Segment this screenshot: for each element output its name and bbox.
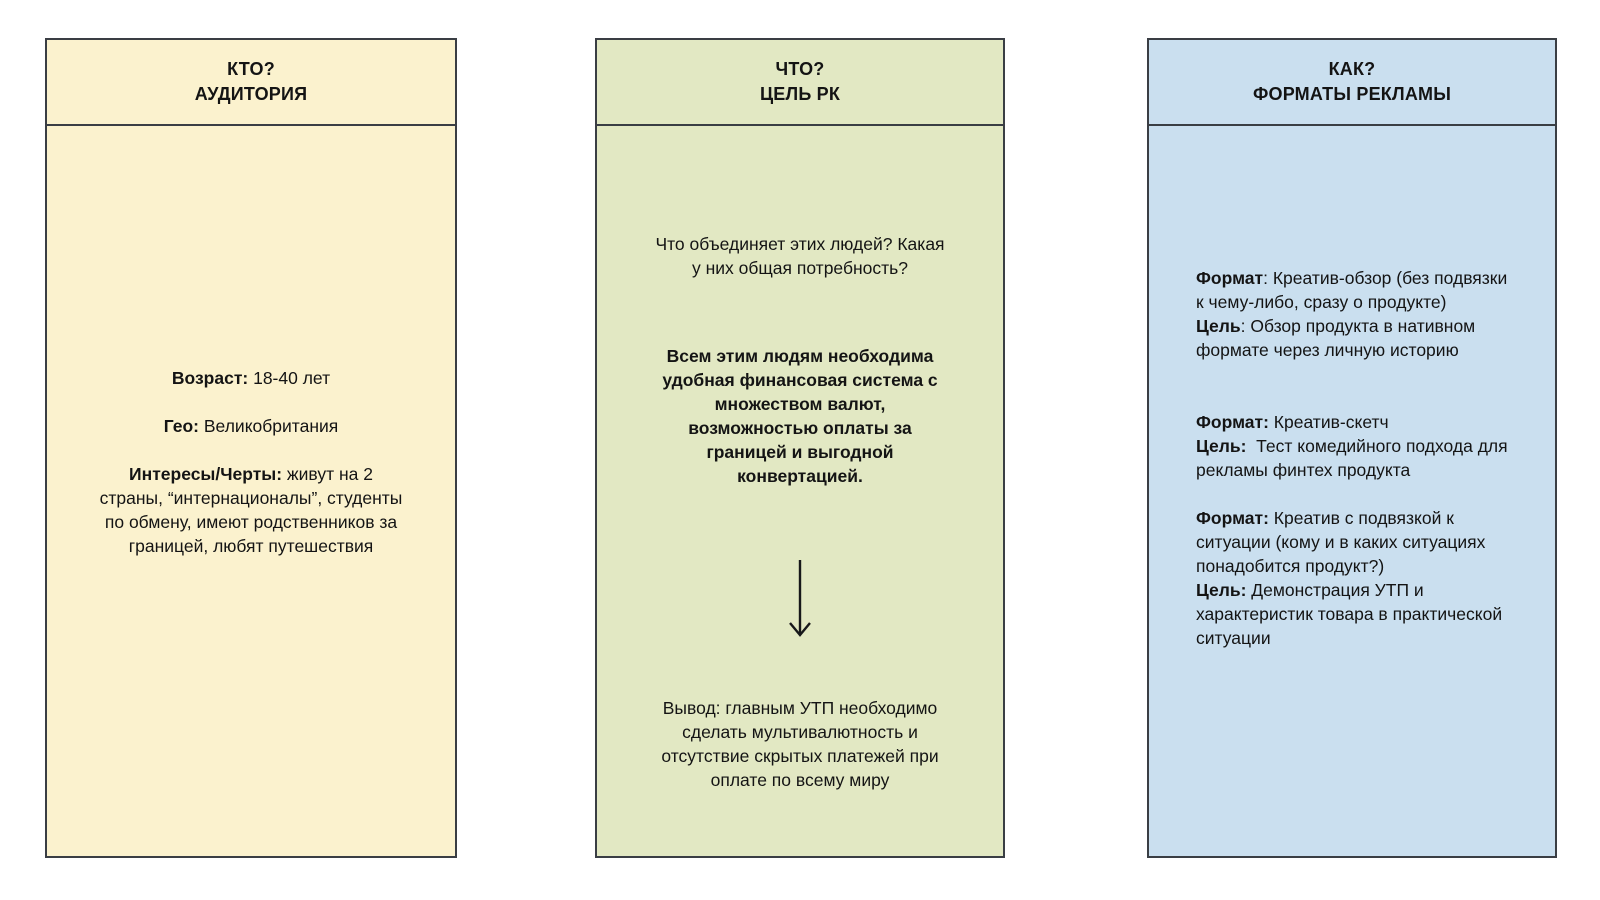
goal-question: Что объединяет этих людей? Какая у них о… [655, 234, 950, 278]
audience-geo: Гео: Великобритания [163, 416, 339, 436]
card-what-goal[interactable]: ЧТО? ЦЕЛЬ РК Что объединяет этих людей? … [595, 38, 1005, 858]
card-who-audience[interactable]: КТО? АУДИТОРИЯ Возраст: 18-40 лет Гео: В… [45, 38, 457, 858]
who-card-body: Возраст: 18-40 лет Гео: Великобритания И… [47, 126, 455, 856]
goal-statement: Всем этим людям необходима удобная финан… [662, 346, 943, 486]
audience-age: Возраст: 18-40 лет [171, 368, 331, 388]
how-card-title: КАК? ФОРМАТЫ РЕКЛАМЫ [1149, 40, 1555, 126]
format-block-situation: Формат: Креатив с подвязкой к ситуации (… [1196, 508, 1508, 648]
what-card-body: Что объединяет этих людей? Какая у них о… [597, 126, 1003, 856]
what-card-title: ЧТО? ЦЕЛЬ РК [597, 40, 1003, 126]
card-how-formats[interactable]: КАК? ФОРМАТЫ РЕКЛАМЫ Формат: Креатив-обз… [1147, 38, 1557, 858]
format-block-sketch: Формат: Креатив-скетч Цель: Тест комедий… [1196, 412, 1513, 480]
audience-interests: Интересы/Черты: живут на 2 страны, “инте… [99, 464, 408, 556]
format-block-review: Формат: Креатив-обзор (без подвязки к че… [1196, 268, 1508, 360]
down-arrow-icon [787, 558, 813, 638]
goal-conclusion: Вывод: главным УТП необходимо сделать му… [661, 698, 944, 790]
who-card-title: КТО? АУДИТОРИЯ [47, 40, 455, 126]
how-card-body: Формат: Креатив-обзор (без подвязки к че… [1149, 126, 1555, 856]
